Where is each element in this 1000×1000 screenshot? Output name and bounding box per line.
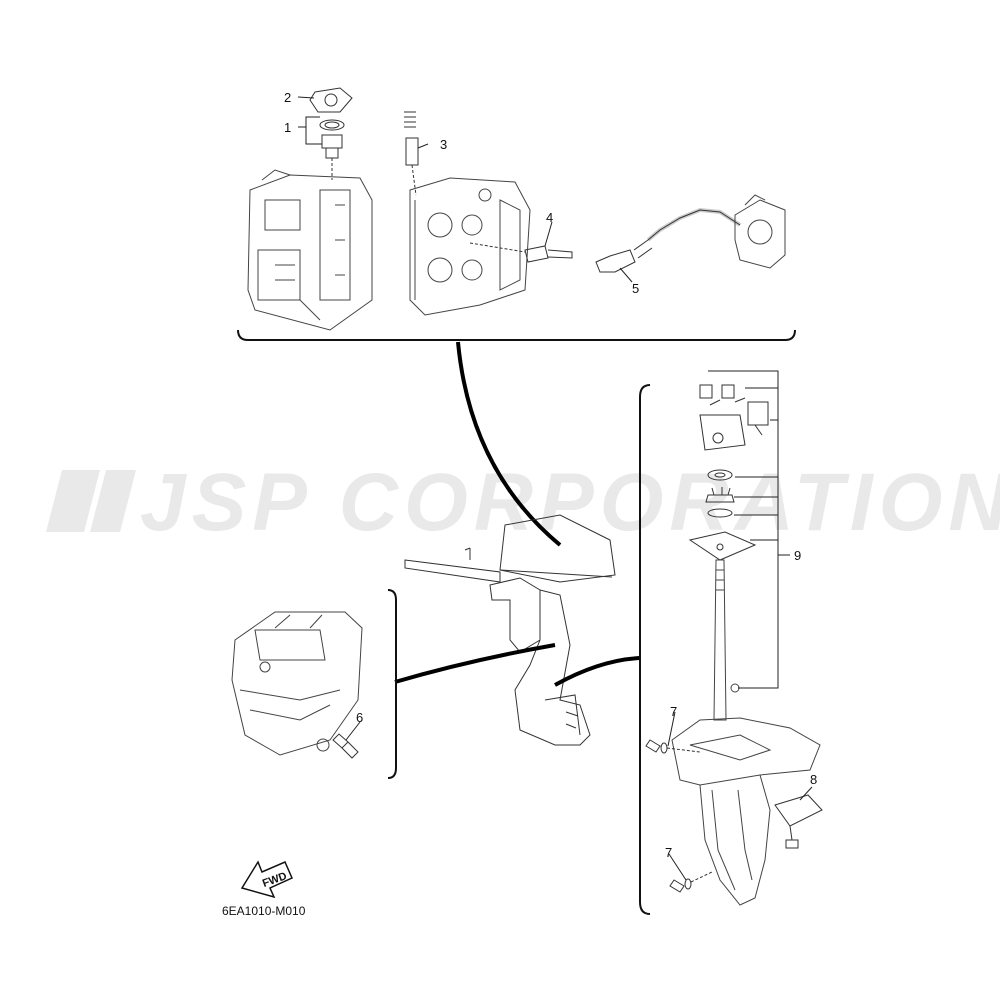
screw-upper	[645, 739, 701, 754]
drive-shaft	[713, 559, 740, 721]
cylinder-block	[247, 169, 373, 331]
anode	[774, 794, 823, 849]
callout-7-upper: 7	[670, 704, 677, 719]
leader-lines	[297, 96, 813, 881]
sensor-spring	[404, 111, 419, 196]
callout-2: 2	[284, 90, 291, 105]
outboard-motor	[404, 514, 616, 746]
fwd-arrow-icon: FWD	[240, 860, 293, 899]
callout-8: 8	[810, 772, 817, 787]
drain-screw	[332, 733, 359, 759]
screw-lower	[669, 871, 713, 893]
fuel-connector	[595, 207, 742, 273]
upper-casing	[231, 611, 363, 756]
water-pump-parts	[688, 384, 769, 561]
fuel-pump	[734, 194, 786, 269]
watermark-logo-mark	[46, 470, 136, 532]
callout-9: 9	[794, 548, 801, 563]
lower-casing	[671, 717, 821, 906]
thermostat-parts	[309, 87, 353, 180]
callout-5: 5	[632, 281, 639, 296]
connector-top	[456, 341, 562, 547]
right-group-bracket	[639, 384, 651, 915]
callout-7-lower: 7	[665, 845, 672, 860]
spark-plug	[469, 242, 573, 263]
left-group-bracket	[387, 589, 397, 779]
watermark: JSP CORPORATION	[46, 457, 1000, 548]
callout-3: 3	[440, 137, 447, 152]
callout-1: 1	[284, 120, 291, 135]
diagram-code: 6EA1010-M010	[222, 904, 306, 918]
callout-4: 4	[546, 210, 553, 225]
cylinder-head	[409, 177, 531, 316]
connector-left	[394, 643, 556, 684]
top-group-bracket	[237, 329, 796, 341]
callout-6: 6	[356, 710, 363, 725]
connector-right	[554, 656, 641, 687]
watermark-text: JSP CORPORATION	[140, 457, 1000, 548]
